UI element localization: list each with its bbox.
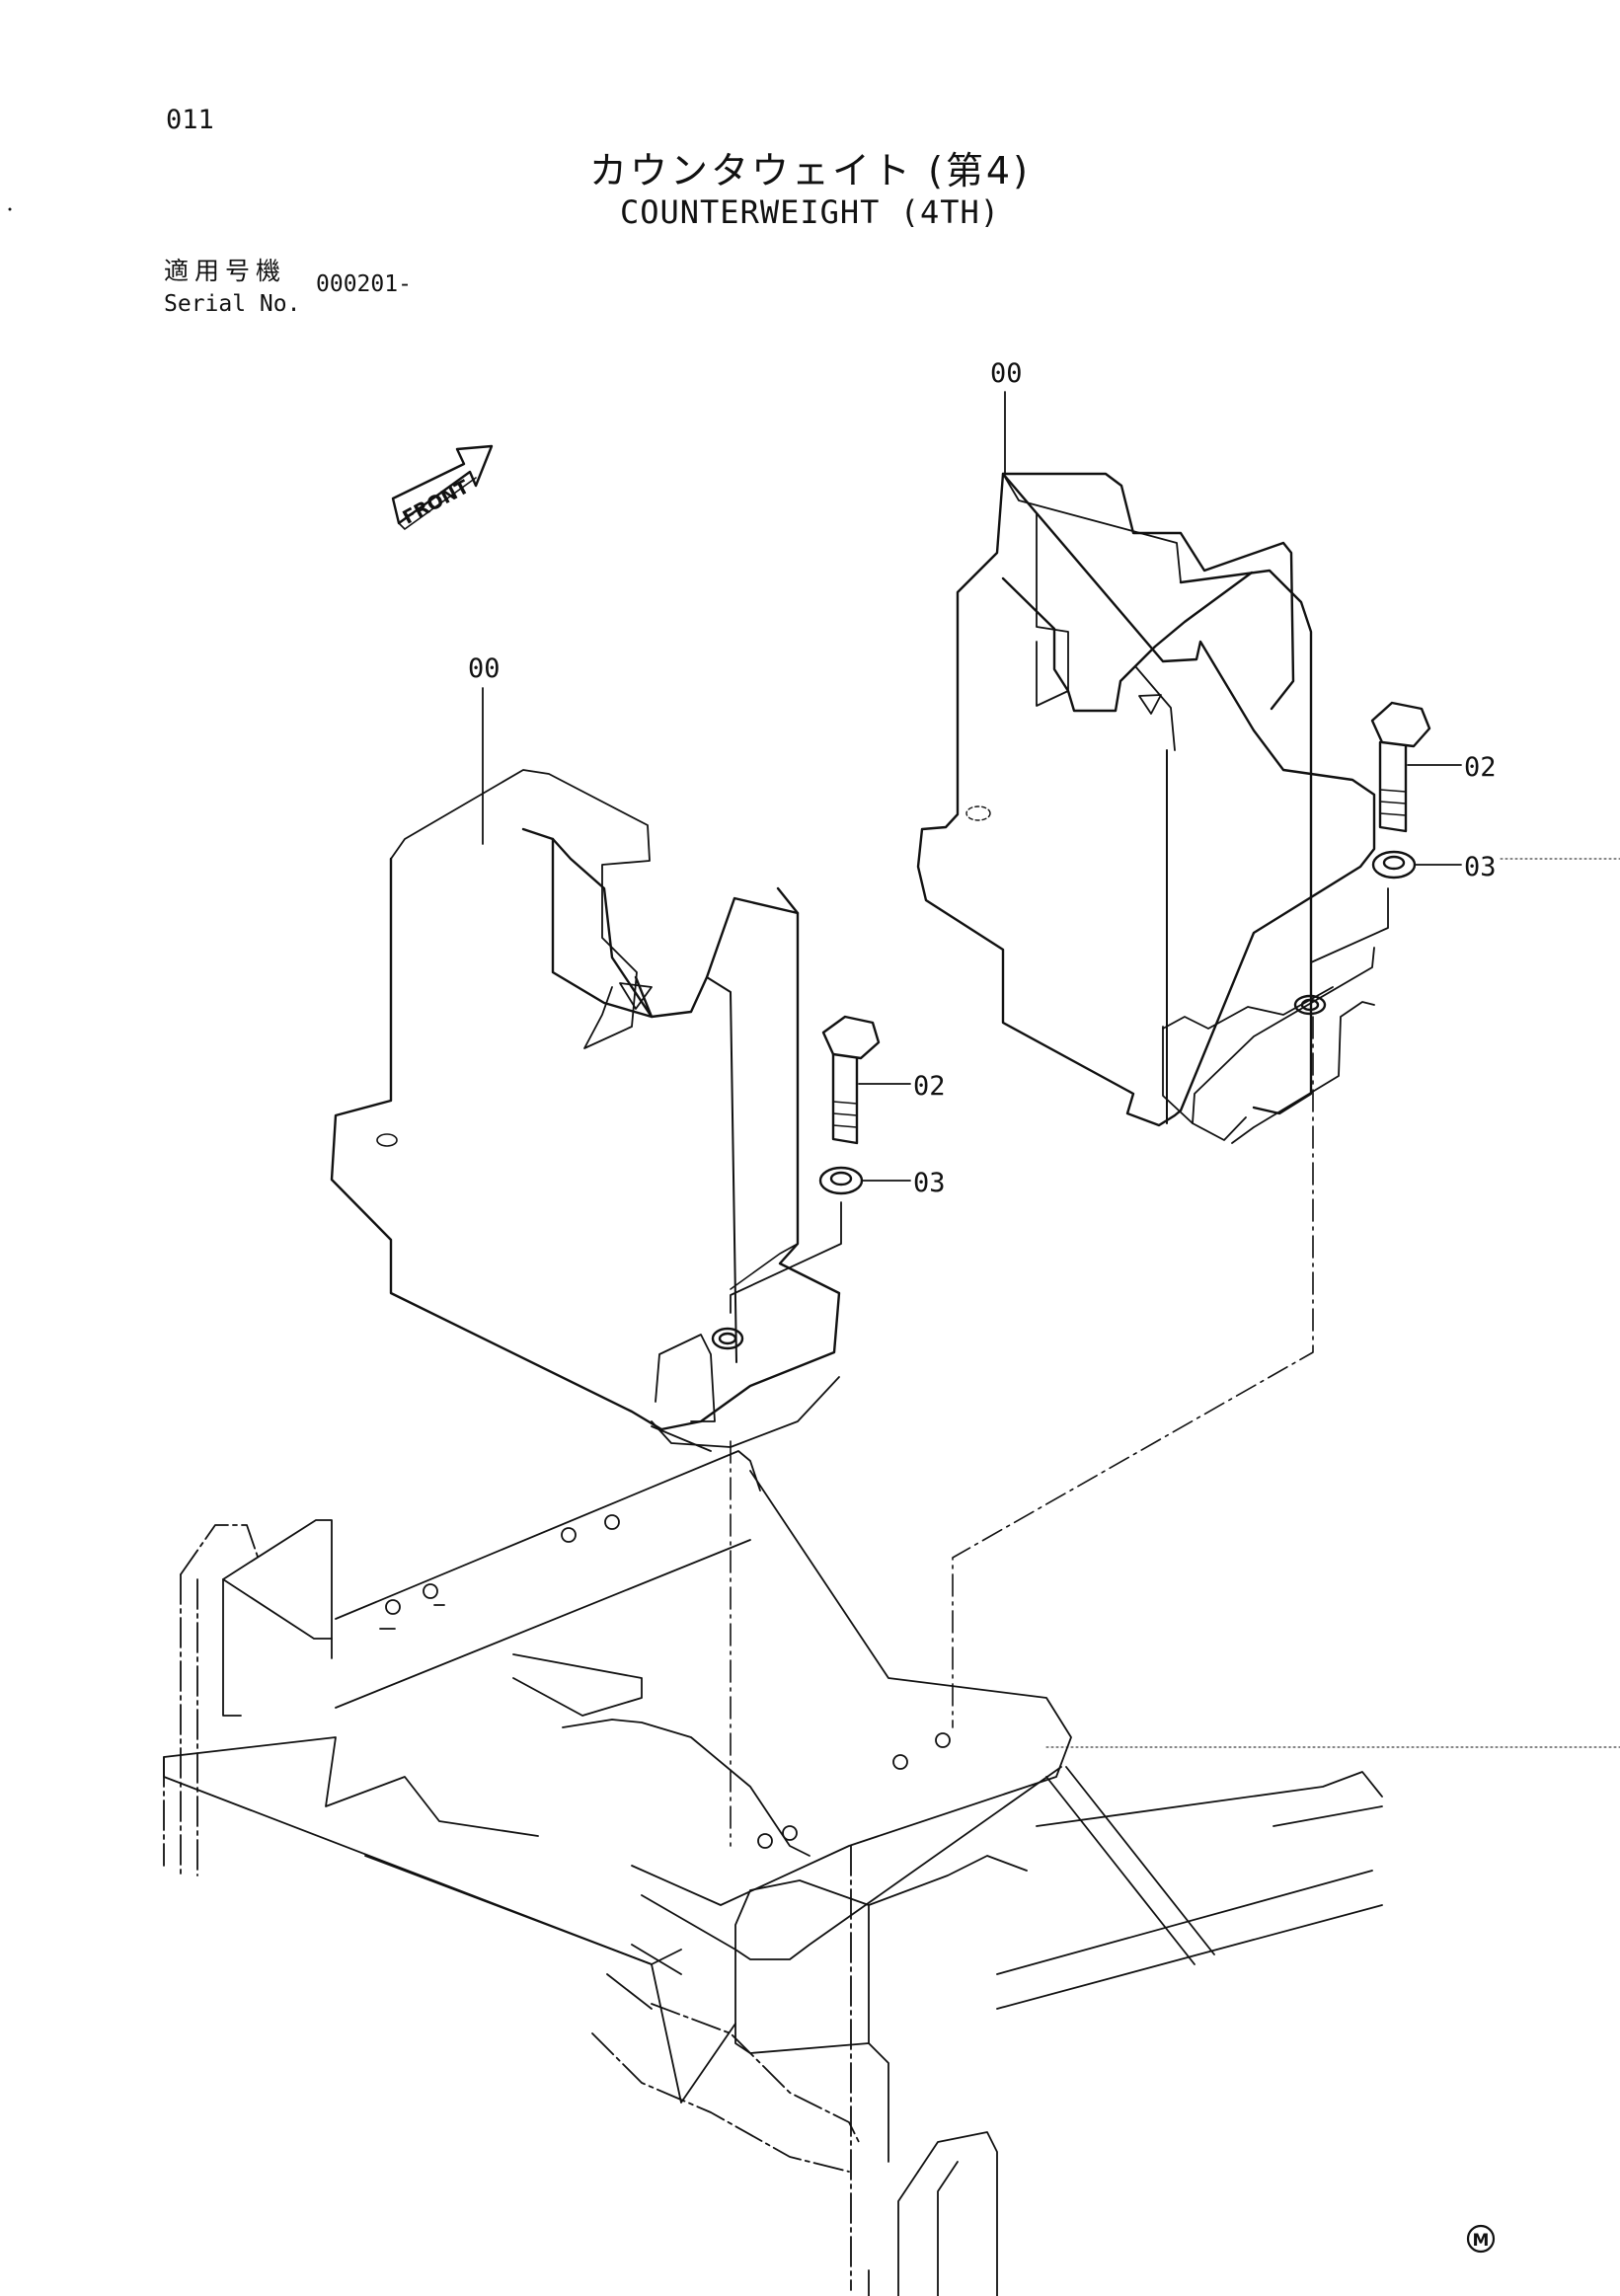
serial-label-english: Serial No. — [164, 291, 301, 317]
washer-right — [1310, 850, 1462, 978]
callout-washer-right: 03 — [1464, 852, 1497, 882]
callout-washer-left: 03 — [913, 1168, 946, 1198]
callout-bolt-right: 02 — [1464, 752, 1497, 783]
title-japanese: カウンタウェイト (第4) — [589, 149, 1031, 192]
callout-counterweight-right: 00 — [990, 358, 1023, 389]
serial-label-japanese: 適用号機 — [164, 257, 287, 285]
serial-number-range: 000201- — [316, 271, 412, 297]
callout-counterweight-left: 00 — [468, 653, 501, 684]
machine-frame — [163, 1425, 1383, 2296]
front-label: FRONT — [399, 476, 472, 529]
alignment-lines — [730, 1016, 1314, 1847]
leader-dotted-lines — [1045, 858, 1620, 1748]
washer-left — [730, 1166, 911, 1314]
page-number: 011 — [166, 105, 214, 135]
bolt-right — [1370, 701, 1462, 833]
title-english: COUNTERWEIGHT (4TH) — [619, 193, 1001, 231]
counterweight-left — [330, 769, 841, 1448]
bolt-left — [821, 1015, 911, 1145]
m-mark-icon: M — [1466, 2224, 1496, 2254]
front-arrow-icon: FRONT — [391, 444, 494, 530]
m-mark-label: M — [1473, 2231, 1490, 2251]
callout-bolt-left: 02 — [913, 1071, 946, 1102]
counterweight-right — [916, 472, 1376, 1144]
